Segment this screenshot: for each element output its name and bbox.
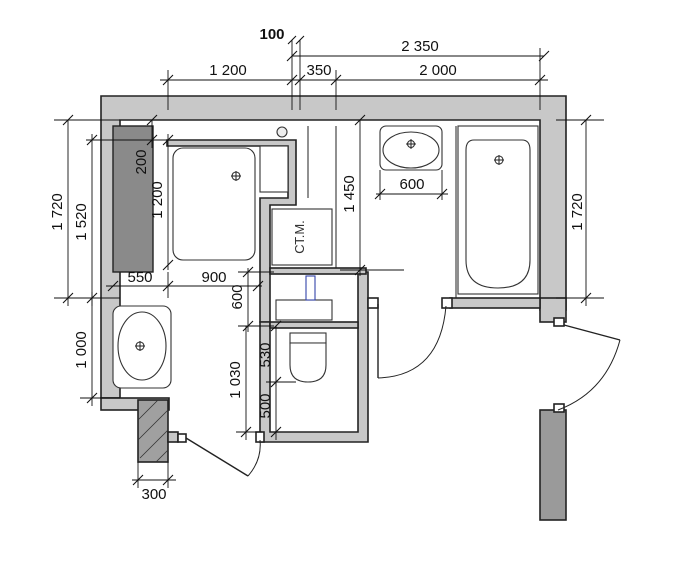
- shower-tray: [172, 147, 256, 261]
- door-center: [377, 304, 447, 379]
- dim-bottom-300: 300: [141, 486, 166, 503]
- bath-drain-icon: [494, 155, 504, 165]
- dim-right-1720: 1 720: [569, 193, 586, 231]
- dim-top-100: 100: [259, 26, 284, 43]
- dim-inner-550: 550: [127, 269, 152, 286]
- dim-top-2000: 2 000: [419, 62, 457, 79]
- left-installation-box: [112, 125, 154, 273]
- dim-left-1520: 1 520: [73, 203, 90, 241]
- door-jamb-center: [367, 297, 379, 309]
- toilet: [289, 332, 327, 383]
- dim-top-2350: 2 350: [401, 38, 439, 55]
- bathtub: [457, 125, 539, 295]
- dim-top-350: 350: [306, 62, 331, 79]
- dim-sink-600: 600: [399, 176, 424, 193]
- dim-inner-900: 900: [201, 269, 226, 286]
- door-jamb-left-2: [177, 433, 187, 443]
- shower-drain-icon: [231, 171, 241, 181]
- dim-left-1720: 1 720: [49, 193, 66, 231]
- door-right: [557, 324, 621, 411]
- column-hatch: [137, 399, 169, 463]
- toilet-cistern-cabinet: [275, 299, 333, 321]
- doors: [185, 304, 621, 477]
- dim-left-1000: 1 000: [73, 331, 90, 369]
- dim-inner-200: 200: [133, 149, 150, 174]
- dim-inner-1450: 1 450: [341, 175, 358, 213]
- dim-inner-500: 500: [257, 393, 274, 418]
- hatched-column: [137, 399, 169, 463]
- toilet-room-mid: [269, 321, 359, 329]
- flush-plate: [305, 275, 316, 301]
- dim-inner-1030: 1 030: [227, 361, 244, 399]
- door-jamb-left: [167, 431, 179, 443]
- toilet-room-top: [269, 267, 367, 275]
- shower-niche: [259, 145, 289, 193]
- dimension-lines: [54, 35, 604, 488]
- dim-top-1200: 1 200: [209, 62, 247, 79]
- door-jamb-right: [553, 317, 565, 327]
- top-sink: [379, 125, 443, 171]
- outside-wall-right: [539, 409, 567, 521]
- dim-inner-600-v: 600: [229, 284, 246, 309]
- door-jamb-bath: [441, 297, 453, 309]
- left-sink: [112, 305, 172, 389]
- fixtures: СТ.М.: [112, 125, 539, 389]
- bathroom-bottom-wall: [449, 297, 541, 309]
- walls: [100, 95, 567, 521]
- washing-machine: [271, 208, 333, 266]
- dim-inner-1200: 1 200: [149, 181, 166, 219]
- door-bottom: [185, 437, 261, 477]
- dim-inner-530: 530: [257, 342, 274, 367]
- washing-machine-label: СТ.М.: [292, 220, 307, 254]
- valve-icon: [276, 126, 288, 138]
- dimension-labels: 100 2 350 1 200 350 2 000 1 720 1 520 1 …: [49, 26, 586, 503]
